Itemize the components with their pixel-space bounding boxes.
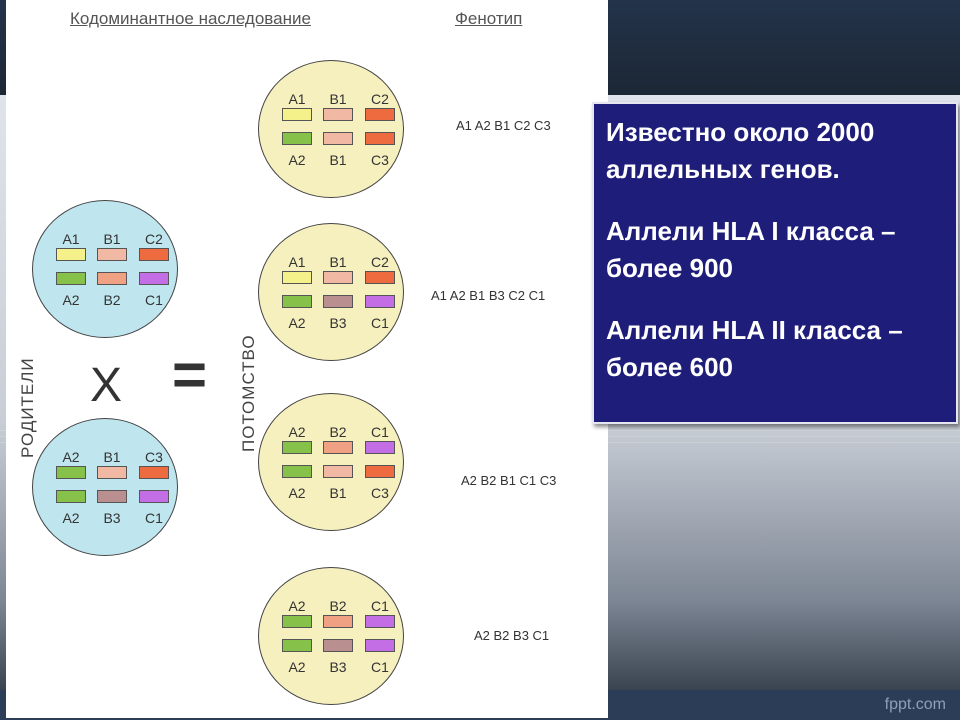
allele-bar [365, 132, 395, 145]
allele-bar [139, 248, 169, 261]
allele-label: B1 [103, 449, 121, 465]
allele-label: C3 [371, 152, 389, 168]
allele-bar [282, 295, 312, 308]
allele-label: A2 [288, 315, 306, 331]
allele-bar [323, 108, 353, 121]
allele-label: C3 [371, 485, 389, 501]
allele-bar [323, 615, 353, 628]
allele-bar [139, 490, 169, 503]
allele-label: C1 [371, 659, 389, 675]
cross-symbol: X [90, 359, 123, 412]
allele-bar [139, 272, 169, 285]
allele-label: C1 [371, 598, 389, 614]
parents-label: РОДИТЕЛИ [18, 357, 37, 458]
allele-bar [365, 295, 395, 308]
allele-bar [365, 615, 395, 628]
allele-bar [56, 248, 86, 261]
allele-label: B1 [329, 152, 347, 168]
allele-label: A1 [62, 231, 80, 247]
phenotype-label: A2 B2 B3 C1 [474, 628, 550, 643]
allele-bar [97, 490, 127, 503]
allele-label: C2 [371, 91, 389, 107]
allele-bar [56, 490, 86, 503]
allele-label: C1 [145, 510, 163, 526]
diagram-title: Кодоминантное наследование [70, 9, 311, 28]
allele-label: C1 [371, 424, 389, 440]
allele-bar [365, 271, 395, 284]
allele-bar [282, 108, 312, 121]
allele-bar [365, 465, 395, 478]
allele-label: B3 [329, 659, 347, 675]
allele-bar [323, 465, 353, 478]
allele-label: A2 [62, 449, 80, 465]
allele-label: B2 [329, 598, 347, 614]
allele-bar [282, 465, 312, 478]
allele-bar [323, 441, 353, 454]
allele-label: A2 [62, 510, 80, 526]
allele-label: B2 [329, 424, 347, 440]
info-box: Известно около 2000 аллельных генов. Алл… [592, 102, 958, 424]
allele-label: A2 [288, 152, 306, 168]
allele-label: C3 [145, 449, 163, 465]
allele-label: C2 [371, 254, 389, 270]
allele-label: A2 [288, 485, 306, 501]
allele-label: A1 [288, 254, 306, 270]
allele-bar [282, 441, 312, 454]
allele-bar [282, 615, 312, 628]
allele-bar [365, 108, 395, 121]
allele-label: B1 [103, 231, 121, 247]
allele-bar [56, 466, 86, 479]
equals-symbol: = [172, 341, 208, 408]
allele-bar [365, 639, 395, 652]
allele-bar [282, 132, 312, 145]
allele-bar [97, 466, 127, 479]
allele-label: B3 [329, 315, 347, 331]
allele-label: A2 [288, 598, 306, 614]
offspring-label: ПОТОМСТВО [239, 334, 258, 452]
allele-bar [97, 272, 127, 285]
allele-label: A2 [62, 292, 80, 308]
info-alleles-total: Известно около 2000 аллельных генов. [606, 117, 875, 184]
allele-label: B1 [329, 254, 347, 270]
allele-label: A1 [288, 91, 306, 107]
allele-label: A2 [288, 424, 306, 440]
allele-bar [323, 132, 353, 145]
phenotype-heading: Фенотип [455, 9, 523, 28]
allele-bar [139, 466, 169, 479]
allele-label: B1 [329, 91, 347, 107]
phenotype-label: A1 A2 B1 B3 C2 C1 [431, 288, 546, 303]
allele-bar [323, 295, 353, 308]
phenotype-label: A1 A2 B1 C2 C3 [456, 118, 551, 133]
info-hla-class-2: Аллели HLA II класса – более 600 [606, 315, 903, 382]
allele-bar [282, 271, 312, 284]
inheritance-diagram: Кодоминантное наследование Фенотип РОДИТ… [6, 0, 608, 718]
allele-bar [323, 639, 353, 652]
allele-label: B3 [103, 510, 121, 526]
allele-bar [282, 639, 312, 652]
allele-label: C2 [145, 231, 163, 247]
phenotype-label: A2 B2 B1 C1 C3 [461, 473, 557, 488]
allele-bar [97, 248, 127, 261]
allele-label: B1 [329, 485, 347, 501]
allele-label: C1 [145, 292, 163, 308]
info-hla-class-1: Аллели HLA I класса – более 900 [606, 216, 896, 283]
allele-label: B2 [103, 292, 121, 308]
watermark: fppt.com [884, 696, 946, 713]
allele-bar [56, 272, 86, 285]
allele-bar [323, 271, 353, 284]
allele-bar [365, 441, 395, 454]
allele-label: C1 [371, 315, 389, 331]
allele-label: A2 [288, 659, 306, 675]
